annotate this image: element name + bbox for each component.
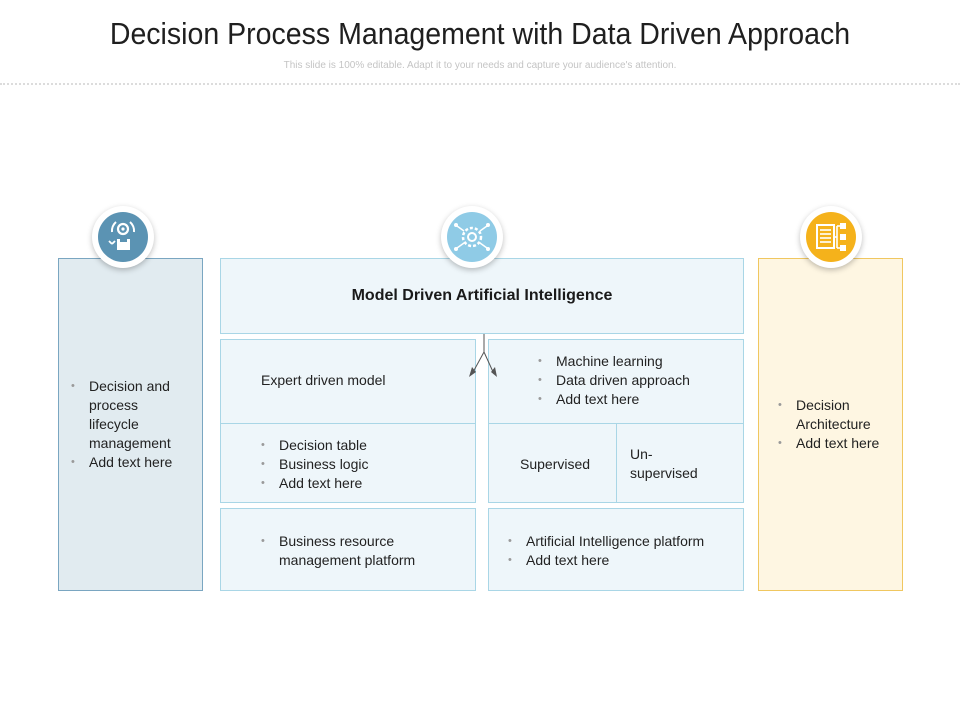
document-flowchart-icon xyxy=(806,212,856,262)
unsupervised-cell: Un-supervised xyxy=(616,423,744,503)
right-panel-list: Decision Architecture Add text here xyxy=(778,396,898,453)
list-item: Add text here xyxy=(778,434,898,453)
list-item: Add text here xyxy=(508,551,738,570)
left-icon-badge xyxy=(92,206,154,268)
unsupervised-label: Un-supervised xyxy=(630,446,698,481)
list-item: Add text here xyxy=(261,474,461,493)
right-icon-badge xyxy=(800,206,862,268)
center-icon-badge xyxy=(441,206,503,268)
supervised-cell: Supervised xyxy=(488,423,617,503)
ai-platform-list: Artificial Intelligence platform Add tex… xyxy=(508,532,738,570)
left-panel-list: Decision and process lifecycle managemen… xyxy=(71,377,191,472)
expert-model-label: Expert driven model xyxy=(261,372,386,388)
decision-table-cell: Decision table Business logic Add text h… xyxy=(220,423,476,503)
list-item: Machine learning xyxy=(538,352,738,371)
business-resource-list: Business resource management platform xyxy=(261,532,461,570)
machine-learning-cell: Machine learning Data driven approach Ad… xyxy=(488,339,744,424)
branch-arrows xyxy=(469,334,497,377)
right-panel: Decision Architecture Add text here xyxy=(758,258,903,591)
business-resource-cell: Business resource management platform xyxy=(220,508,476,591)
expert-model-cell: Expert driven model xyxy=(220,339,476,424)
list-item: Business resource management platform xyxy=(261,532,461,570)
ai-platform-cell: Artificial Intelligence platform Add tex… xyxy=(488,508,744,591)
list-item: Decision and process lifecycle managemen… xyxy=(71,377,191,453)
list-item: Add text here xyxy=(71,453,191,472)
gear-network-icon xyxy=(447,212,497,262)
machine-learning-list: Machine learning Data driven approach Ad… xyxy=(538,352,738,409)
left-panel: Decision and process lifecycle managemen… xyxy=(58,258,203,591)
list-item: Artificial Intelligence platform xyxy=(508,532,738,551)
list-item: Decision table xyxy=(261,436,461,455)
list-item: Business logic xyxy=(261,455,461,474)
title-divider xyxy=(0,83,960,85)
page-subtitle: This slide is 100% editable. Adapt it to… xyxy=(283,60,677,71)
list-item: Add text here xyxy=(538,390,738,409)
page-title: Decision Process Management with Data Dr… xyxy=(109,16,851,51)
decision-table-list: Decision table Business logic Add text h… xyxy=(261,436,461,493)
list-item: Decision Architecture xyxy=(778,396,898,434)
center-header-title: Model Driven Artificial Intelligence xyxy=(351,287,613,304)
center-header: Model Driven Artificial Intelligence xyxy=(220,258,744,334)
list-item: Data driven approach xyxy=(538,371,738,390)
gear-box-cycle-icon xyxy=(98,212,148,262)
supervised-label: Supervised xyxy=(520,456,591,472)
